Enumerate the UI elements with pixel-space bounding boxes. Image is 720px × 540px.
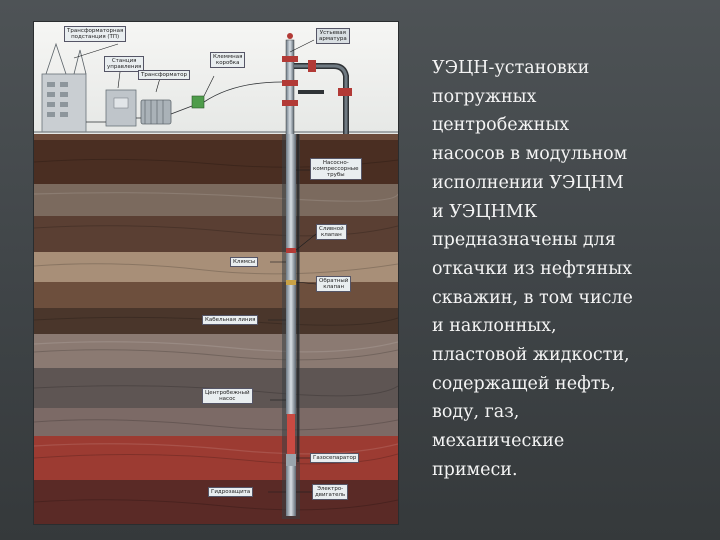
label-transformer-substation: Трансформаторная подстанция (ТП) — [64, 26, 127, 42]
slide-description: УЭЦН-установки погружных центробежных на… — [432, 58, 633, 480]
label-centrifugal-pump: Центробежный насос — [202, 388, 253, 404]
label-hydroprotection: Гидрозащита — [208, 487, 254, 497]
rock-layers — [34, 134, 398, 524]
leader-lines — [73, 39, 317, 493]
esp-installation-diagram: Трансформаторная подстанция (ТП) Станция… — [34, 22, 398, 524]
wellhead-assembly — [282, 33, 352, 137]
label-check-valve: Обратный клапан — [316, 276, 352, 292]
diagram-illustration — [34, 22, 398, 524]
label-control-station: Станция управления — [104, 56, 145, 72]
surface-equipment — [34, 42, 398, 133]
label-drain-valve: Сливной клапан — [316, 224, 347, 240]
label-cable-line: Кабельная линия — [202, 315, 259, 325]
label-junction-box: Клеммная коробка — [210, 52, 246, 68]
label-wellhead: Устьевая арматура — [316, 28, 350, 44]
label-clamps: Клямсы — [230, 257, 259, 267]
label-motor: Электро- двигатель — [312, 484, 349, 500]
label-transformer: Трансформатор — [138, 70, 190, 80]
well-string — [282, 134, 300, 519]
label-gas-separator: Газосепаратор — [310, 453, 360, 463]
label-tubing: Насосно- компрессорные трубы — [310, 158, 362, 180]
